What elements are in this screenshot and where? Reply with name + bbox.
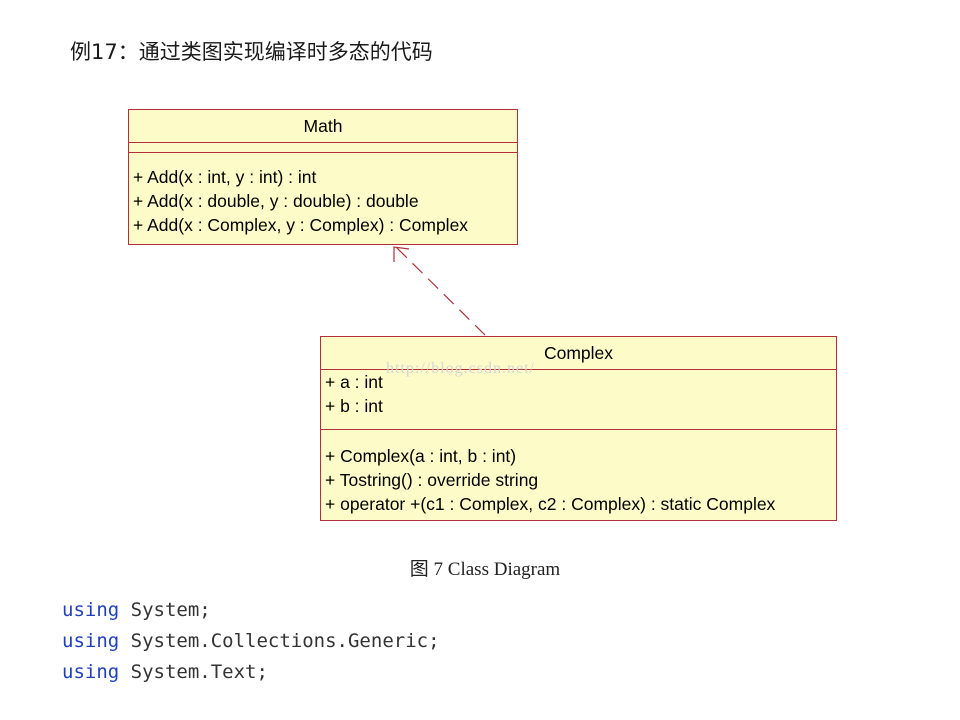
code-keyword: using bbox=[62, 661, 120, 683]
code-line: using System.Collections.Generic; bbox=[62, 626, 440, 657]
code-keyword: using bbox=[62, 599, 120, 621]
operation: + Add(x : Complex, y : Complex) : Comple… bbox=[133, 215, 469, 235]
class-complex: Complex + a : int + b : int + Complex(a … bbox=[320, 336, 837, 521]
operation: + Tostring() : override string bbox=[325, 470, 539, 490]
operation: + Complex(a : int, b : int) bbox=[325, 446, 517, 466]
attribute: + a : int bbox=[325, 372, 383, 392]
class-math: Math + Add(x : int, y : int) : int + Add… bbox=[128, 109, 518, 245]
code-keyword: using bbox=[62, 630, 120, 652]
code-text: System; bbox=[130, 599, 211, 621]
code-line: using System.Text; bbox=[62, 657, 440, 688]
operation: + operator +(c1 : Complex, c2 : Complex)… bbox=[325, 494, 776, 514]
watermark: http://blog.csdn.net/ bbox=[386, 360, 535, 377]
attributes-section bbox=[129, 143, 517, 153]
code-text: System.Text; bbox=[130, 661, 268, 683]
page-heading: 例17：通过类图实现编译时多态的代码 bbox=[70, 40, 433, 64]
arrow-head-icon bbox=[393, 246, 410, 262]
code-line: using System; bbox=[62, 595, 440, 626]
class-name: Complex bbox=[321, 337, 836, 370]
operations-section: + Complex(a : int, b : int) + Tostring()… bbox=[321, 430, 836, 516]
dependency-line bbox=[395, 246, 486, 336]
figure-caption: 图 7 Class Diagram bbox=[409, 559, 561, 580]
code-text: System.Collections.Generic; bbox=[130, 630, 440, 652]
attribute: + b : int bbox=[325, 396, 383, 416]
attributes-section: + a : int + b : int bbox=[321, 370, 836, 430]
operation: + Add(x : int, y : int) : int bbox=[133, 167, 317, 187]
class-name: Math bbox=[129, 110, 517, 143]
operations-section: + Add(x : int, y : int) : int + Add(x : … bbox=[129, 153, 517, 237]
code-block: using System; using System.Collections.G… bbox=[62, 595, 440, 688]
operation: + Add(x : double, y : double) : double bbox=[133, 191, 419, 211]
